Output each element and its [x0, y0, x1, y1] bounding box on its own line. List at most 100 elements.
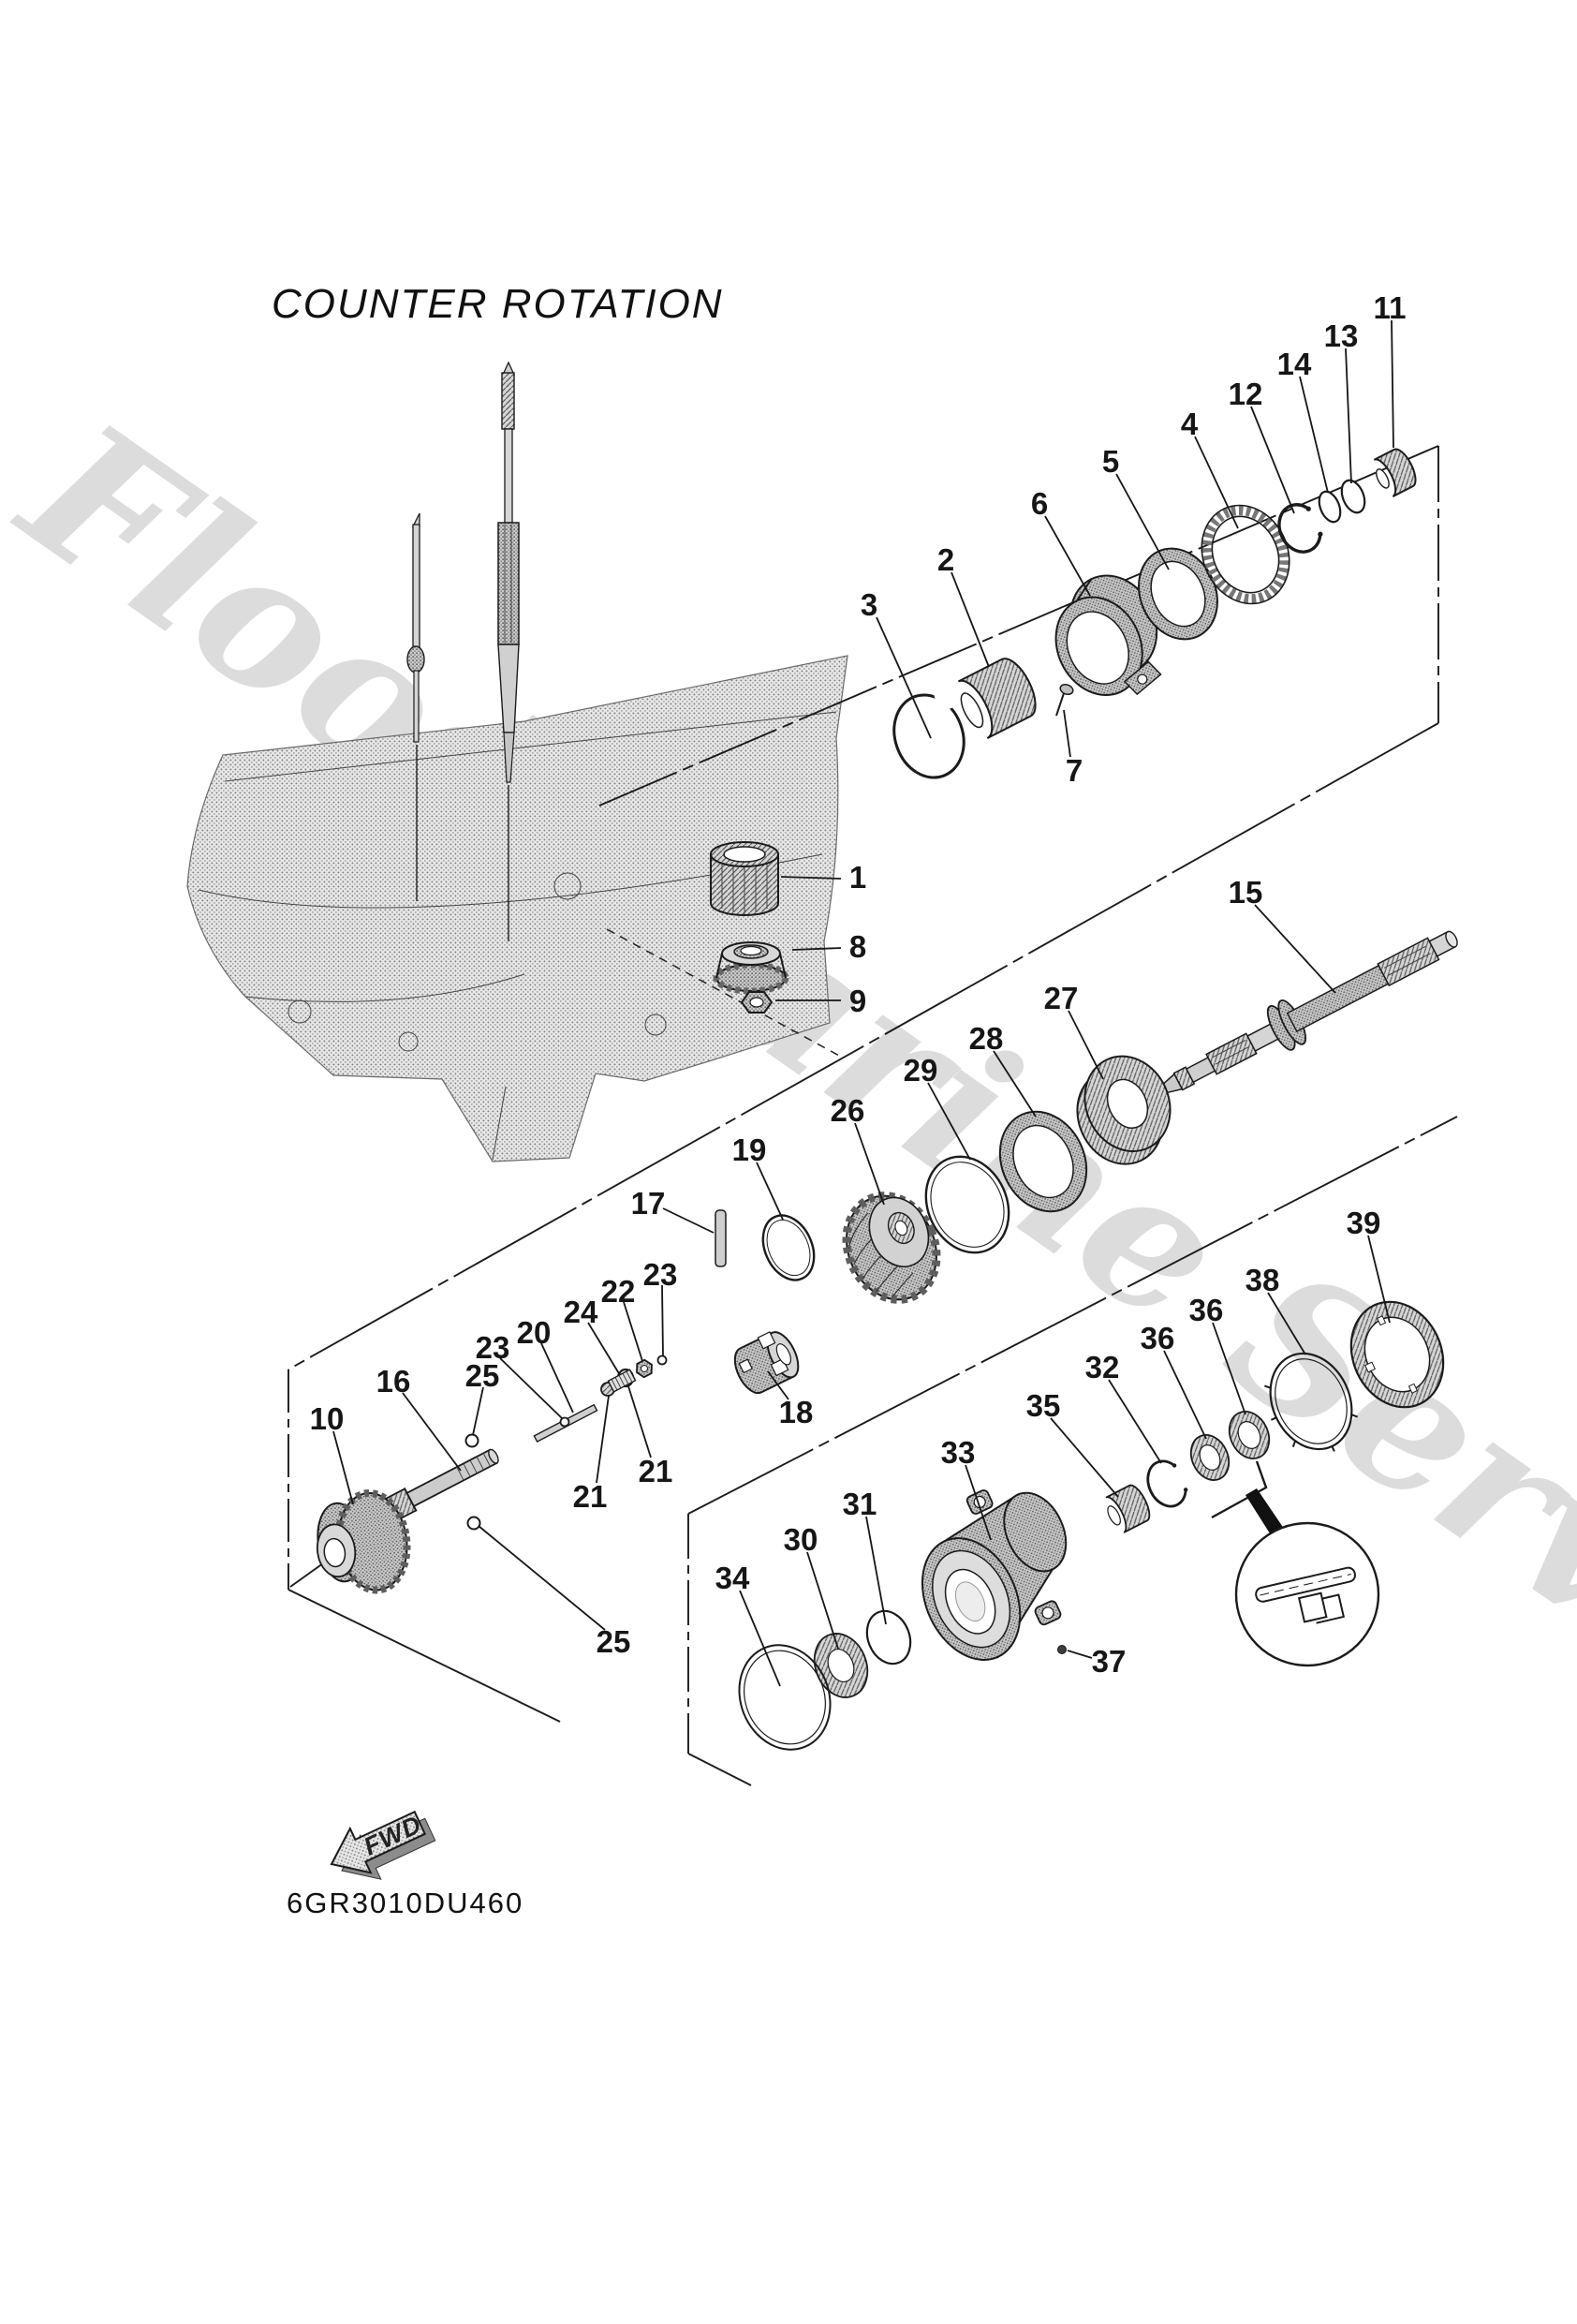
callout-17: 17: [631, 1186, 666, 1221]
leader-line-25: [478, 1525, 606, 1631]
housing-boss-1: [287, 999, 312, 1024]
detail-inset: [1211, 1460, 1380, 1667]
part-36-washer-a: [1189, 1434, 1231, 1481]
leader-line-34: [739, 1590, 781, 1687]
part-12-snap-ring: [1277, 503, 1323, 554]
part-13-washer: [1340, 479, 1366, 514]
inset-circle: [1234, 1521, 1380, 1667]
leader-line-8: [791, 947, 842, 951]
leader-line-38: [1267, 1292, 1306, 1355]
part-11-bearing: [1373, 448, 1417, 497]
leader-lines: [332, 319, 1394, 1687]
part-25-pin-upper: [464, 1433, 479, 1448]
callout-35: 35: [1026, 1388, 1061, 1423]
leader-line-23: [661, 1284, 664, 1357]
part-7-screw: [1055, 683, 1074, 717]
gear-housing: [186, 655, 848, 1162]
leader-line-32: [1108, 1379, 1162, 1464]
callout-5: 5: [1102, 444, 1119, 479]
leader-line-25: [472, 1386, 484, 1436]
fwd-arrow: FWD: [330, 1810, 436, 1880]
callout-29: 29: [904, 1053, 938, 1088]
callout-8: 8: [849, 929, 866, 964]
part-1-needle-bearing: [710, 841, 779, 916]
callout-19: 19: [732, 1132, 767, 1167]
box-bottom-edge-lower-left: [287, 1589, 561, 1723]
box-bottom-stub: [687, 1753, 752, 1786]
part-33-bearing-carrier: [921, 1489, 1068, 1661]
callout-1: 1: [849, 860, 866, 895]
part-4-toothed-washer: [1201, 504, 1290, 605]
housing-skeg-line: [492, 1086, 507, 1161]
callout-22: 22: [601, 1274, 636, 1309]
leader-line-35: [1050, 1417, 1119, 1498]
leader-line-10: [332, 1430, 354, 1505]
callout-20: 20: [517, 1315, 552, 1350]
callout-38: 38: [1245, 1263, 1280, 1297]
leader-line-3: [876, 616, 932, 739]
callout-24: 24: [564, 1295, 598, 1329]
housing-plate-edge: [224, 711, 837, 782]
fwd-arrow-face: [330, 1810, 427, 1874]
callout-9: 9: [849, 984, 866, 1018]
callout-2: 2: [937, 542, 954, 577]
shift-rod: [406, 512, 425, 743]
part-39-ring-nut: [1349, 1300, 1445, 1409]
part-10-gear: [316, 1489, 411, 1594]
housing-boss-3: [553, 872, 582, 900]
part-25-pin-lower: [466, 1516, 481, 1531]
axis-line-upper: [598, 445, 1439, 807]
leader-line-5: [1115, 473, 1170, 570]
callout-15: 15: [1229, 875, 1263, 910]
leader-line-19: [756, 1162, 784, 1221]
leader-line-30: [806, 1551, 839, 1650]
part-27-thrust-washer: [1076, 1055, 1172, 1165]
callout-23: 23: [476, 1330, 510, 1365]
part-3-circlip: [892, 686, 965, 779]
leader-line-21: [627, 1385, 652, 1458]
part-14-washer: [1318, 490, 1342, 524]
inset-pin-detail: [1255, 1566, 1356, 1624]
leader-line-11: [1391, 319, 1394, 449]
part-9-nut: [740, 991, 774, 1014]
callout-26: 26: [831, 1093, 865, 1128]
leader-line-14: [1299, 376, 1329, 494]
callout-16: 16: [376, 1364, 411, 1399]
part-22-nut: [636, 1358, 653, 1379]
callout-33: 33: [941, 1435, 976, 1470]
part-2-needle-bearing: [957, 658, 1037, 739]
part-38-lock-washer: [1264, 1352, 1358, 1452]
leader-line-28: [993, 1050, 1037, 1118]
leader-line-39: [1367, 1235, 1391, 1324]
housing-silhouette: [186, 655, 848, 1162]
part-37-screw: [1057, 1645, 1067, 1654]
part-6-bearing-housing: [1054, 574, 1162, 697]
watermark: Flood Marine Services: [0, 378, 1577, 1904]
exploded-parts: [316, 448, 1458, 1751]
leader-line-36: [1163, 1350, 1207, 1440]
part-30-seal: [813, 1633, 869, 1698]
leader-line-6: [1044, 515, 1091, 597]
leader-line-22: [623, 1301, 643, 1362]
leader-line-7: [1063, 709, 1071, 758]
part-18-clutch-dog: [733, 1331, 800, 1395]
callout-23: 23: [643, 1257, 678, 1292]
part-8-pinion-gear: [713, 941, 789, 995]
callout-10: 10: [310, 1401, 345, 1436]
leader-line-33: [965, 1464, 992, 1541]
housing-boss-2: [398, 1031, 419, 1052]
drawing-code: 6GR3010DU460: [287, 1887, 523, 1919]
part-15-propeller-shaft: [1161, 930, 1458, 1094]
leader-line-31: [865, 1516, 887, 1625]
callout-31: 31: [843, 1487, 877, 1521]
leader-line-27: [1068, 1010, 1104, 1080]
leader-line-21: [596, 1395, 610, 1484]
axis-line-long: [287, 722, 1439, 1370]
part-24-spring: [607, 1369, 637, 1393]
housing-lower-line: [244, 973, 525, 1002]
leader-line-17: [662, 1207, 715, 1234]
part-23-ball-right: [656, 1354, 668, 1366]
housing-body-line: [198, 853, 823, 909]
